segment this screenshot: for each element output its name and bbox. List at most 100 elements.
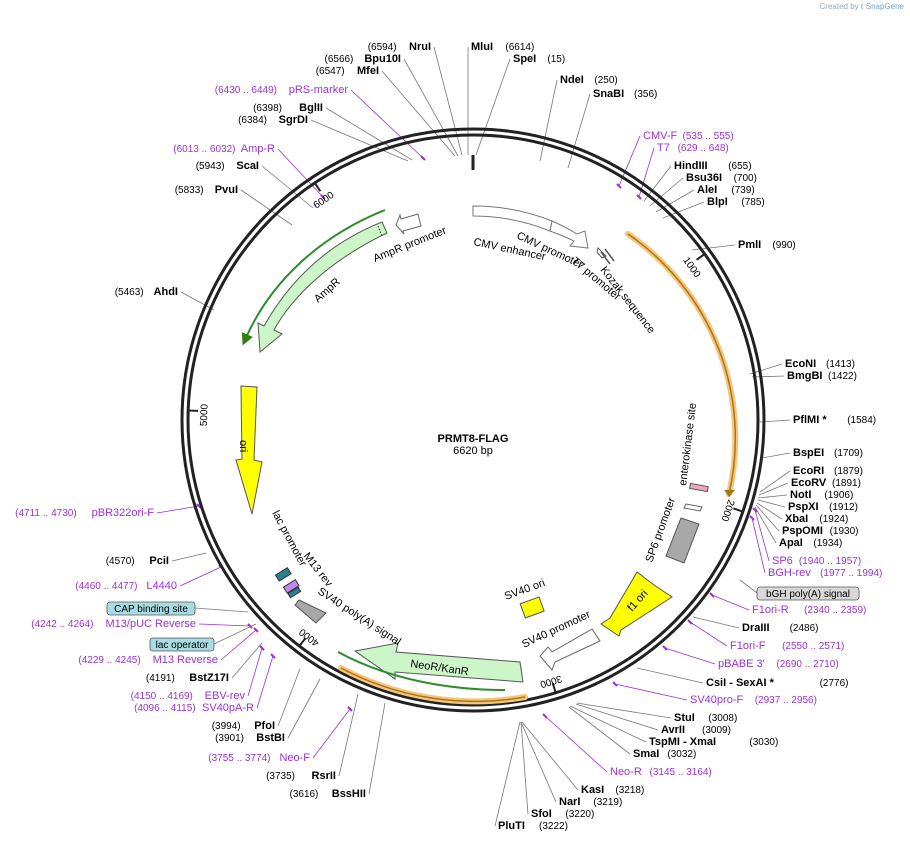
enzyme-pos-pvui: (5833) <box>175 185 204 196</box>
leader-pcii <box>171 552 207 562</box>
primer-range-t7: (629 .. 648) <box>678 143 729 154</box>
leader-bpu10i <box>403 58 459 157</box>
kozak-mark-2 <box>600 251 611 265</box>
primer-bgh-rev: BGH-rev <box>768 567 811 579</box>
leader-tspmi-xmai <box>569 705 647 743</box>
enzyme-pos-pluti: (3222) <box>539 821 568 832</box>
enzyme-pos-rsrii: (3735) <box>266 771 295 782</box>
ring-tick-2000 <box>733 507 744 513</box>
enzyme-ahdi: AhdI <box>154 286 178 298</box>
primer-cmv-f: CMV-F <box>643 130 678 142</box>
box-cap-binding-site <box>106 601 196 616</box>
primer-sp6: SP6 <box>772 555 793 567</box>
primer-leader-sv40pa-r <box>256 655 274 709</box>
ori-label: ori <box>237 440 249 452</box>
enzyme-apai: ApaI <box>779 537 803 549</box>
enzyme-pos-draiii: (2486) <box>790 623 819 634</box>
enzyme-pos-stui: (3008) <box>708 713 737 724</box>
primer-leader-amp-r <box>277 148 324 198</box>
box-leader-cap-binding-site <box>194 607 249 613</box>
enzyme-noti: NotI <box>790 489 811 501</box>
enzyme-alei: AleI <box>697 184 717 196</box>
enzyme-csii-sexai: CsiI - SexAI * <box>706 677 775 689</box>
enzyme-rsrii: RsrII <box>312 770 336 782</box>
ampr-promoter-arrow <box>395 213 422 235</box>
primer-range-pbr322ori-f: (4711 .. 4730) <box>15 508 77 519</box>
leader-nrui <box>433 46 463 156</box>
primer-t7: T7 <box>657 142 670 154</box>
leader-apai <box>754 506 777 544</box>
enzyme-pos-bspei: (1709) <box>834 448 863 459</box>
primer-neo-r: Neo-R <box>610 766 642 778</box>
primer-range-l4440: (4460 .. 4477) <box>75 581 137 592</box>
enterokinase-label: enterokinase site <box>677 402 699 486</box>
ring-tick-6000 <box>313 182 322 192</box>
leader-rsrii <box>338 693 359 777</box>
leader-mfei <box>381 70 456 157</box>
primer-pbr322ori-f: pBR322ori-F <box>92 507 155 519</box>
enzyme-pos-sgrdi: (6384) <box>238 115 267 126</box>
enzyme-blpi: BlpI <box>707 196 728 208</box>
leader-ecorv <box>758 482 789 496</box>
leader-spei <box>475 58 511 156</box>
enzyme-ecorv: EcoRV <box>791 477 827 489</box>
kozak-mark <box>604 248 615 262</box>
primer-leader-l4440 <box>179 566 222 587</box>
enzyme-pos-blpi: (785) <box>741 197 764 208</box>
enzyme-pos-xbai: (1924) <box>819 514 848 525</box>
primer-sv40pa-r: SV40pA-R <box>202 702 254 714</box>
kozak-label: Kozak sequence <box>598 264 658 335</box>
enzyme-pos-bstbi: (3901) <box>215 733 244 744</box>
insert-cds-head <box>724 490 735 497</box>
enzyme-smai: SmaI <box>633 748 659 760</box>
enzyme-tspmi-xmai: TspMI - XmaI <box>649 736 716 748</box>
enzyme-kasi: KasI <box>581 784 604 796</box>
enzyme-pos-pfoi: (3994) <box>212 721 241 732</box>
snapgene-credit: Created by ℓ SnapGene <box>820 2 904 11</box>
primer-f1ori-r: F1ori-R <box>752 604 789 616</box>
enzyme-nrui: NruI <box>409 41 431 53</box>
enzyme-bpu10i: Bpu10I <box>364 53 401 65</box>
ring-tick-4000 <box>298 637 307 647</box>
sv40-polya-box <box>294 599 327 624</box>
enzyme-pos-pflmi: (1584) <box>847 415 876 426</box>
enzyme-pos-nari: (3219) <box>593 797 622 808</box>
primer-range-amp-r: (6013 .. 6032) <box>173 144 235 155</box>
leader-pspxi <box>757 499 786 508</box>
enzyme-pcii: PciI <box>149 555 169 567</box>
enzyme-bmgbi: BmgBI <box>787 370 822 382</box>
enzyme-pos-pspomi: (1930) <box>830 526 859 537</box>
primer-range-m13-puc-reverse: (4242 .. 4264) <box>31 619 93 630</box>
enzyme-pos-ecori: (1879) <box>834 466 863 477</box>
primer-leader-ebv-rev <box>247 647 263 697</box>
primer-range-sv40pro-f: (2937 .. 2956) <box>755 695 817 706</box>
primer-prs-marker: pRS-marker <box>289 84 349 96</box>
box-bgh-poly-a-signal <box>756 586 860 601</box>
primer-range-f1ori-r: (2340 .. 2359) <box>804 605 866 616</box>
sv40-promoter-arrow <box>539 628 601 671</box>
enzyme-bsu36i: Bsu36I <box>686 172 722 184</box>
leader-nari <box>520 721 557 803</box>
primer-range-prs-marker: (6430 .. 6449) <box>215 85 277 96</box>
enzyme-avrii: AvrII <box>661 724 685 736</box>
enzyme-pos-smai: (3032) <box>667 749 696 760</box>
primer-pbabe-3: pBABE 3' <box>718 658 765 670</box>
backbone-inner-ring <box>186 133 760 707</box>
leader-pmli <box>691 244 736 251</box>
primer-leader-m13-reverse <box>220 629 257 661</box>
primer-range-neo-f: (3755 .. 3774) <box>208 753 270 764</box>
primer-leader-sv40pro-f <box>614 683 688 701</box>
lac-promoter-box <box>274 567 292 582</box>
primer-f1ori-f: F1ori-F <box>730 640 766 652</box>
primer-leader-m13-puc-reverse <box>198 623 251 627</box>
leader-bmgbi <box>751 375 785 378</box>
primer-leader-pbr322ori-f <box>156 505 200 514</box>
box-leader-lac-operator <box>213 623 257 645</box>
f1-ori-arrow <box>600 571 673 637</box>
leader-pspomi <box>755 504 780 532</box>
primer-range-cmv-f: (535 .. 555) <box>683 131 734 142</box>
cmv-promoter-arrow <box>549 220 589 249</box>
enzyme-nari: NarI <box>559 796 580 808</box>
insert-cds-arrow <box>627 233 737 495</box>
